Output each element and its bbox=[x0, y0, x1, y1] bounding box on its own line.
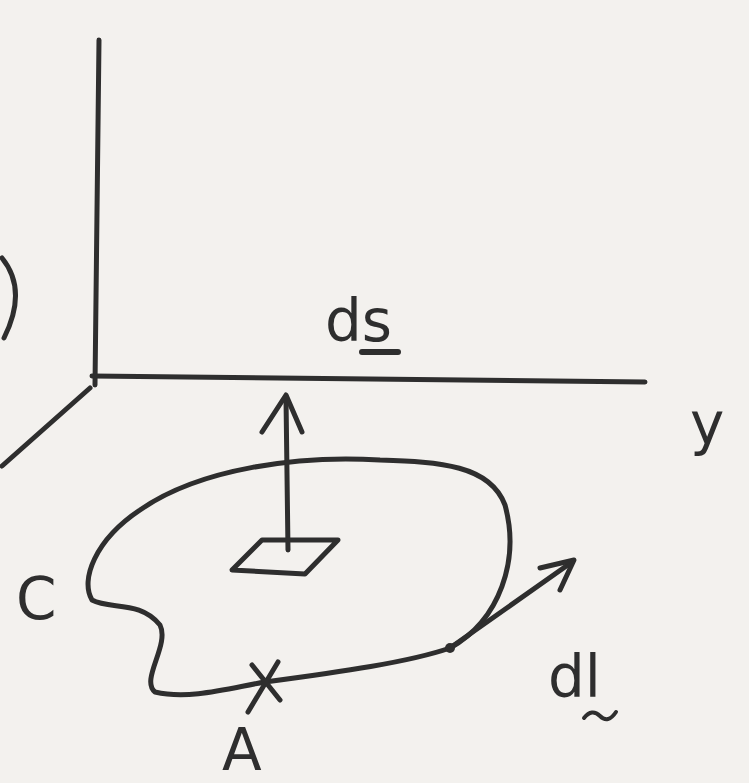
axis-label: y bbox=[690, 395, 724, 453]
axis-label: A bbox=[222, 721, 262, 779]
axis-label: C bbox=[16, 570, 57, 628]
x-axis bbox=[2, 388, 90, 466]
y-axis bbox=[92, 376, 645, 382]
point-mark bbox=[248, 662, 280, 712]
ds-vector bbox=[286, 398, 288, 550]
arrow-head bbox=[262, 395, 302, 432]
z-axis bbox=[95, 40, 99, 385]
axis-label: ds bbox=[325, 292, 392, 350]
surface-element bbox=[232, 540, 338, 574]
partial-mark bbox=[2, 258, 16, 338]
curve-c bbox=[88, 459, 510, 695]
axis-label: dl bbox=[548, 648, 601, 706]
arrow-head bbox=[540, 560, 574, 590]
point-dot bbox=[445, 643, 455, 653]
vector-tilde bbox=[584, 712, 616, 719]
dl-vector bbox=[450, 562, 572, 648]
